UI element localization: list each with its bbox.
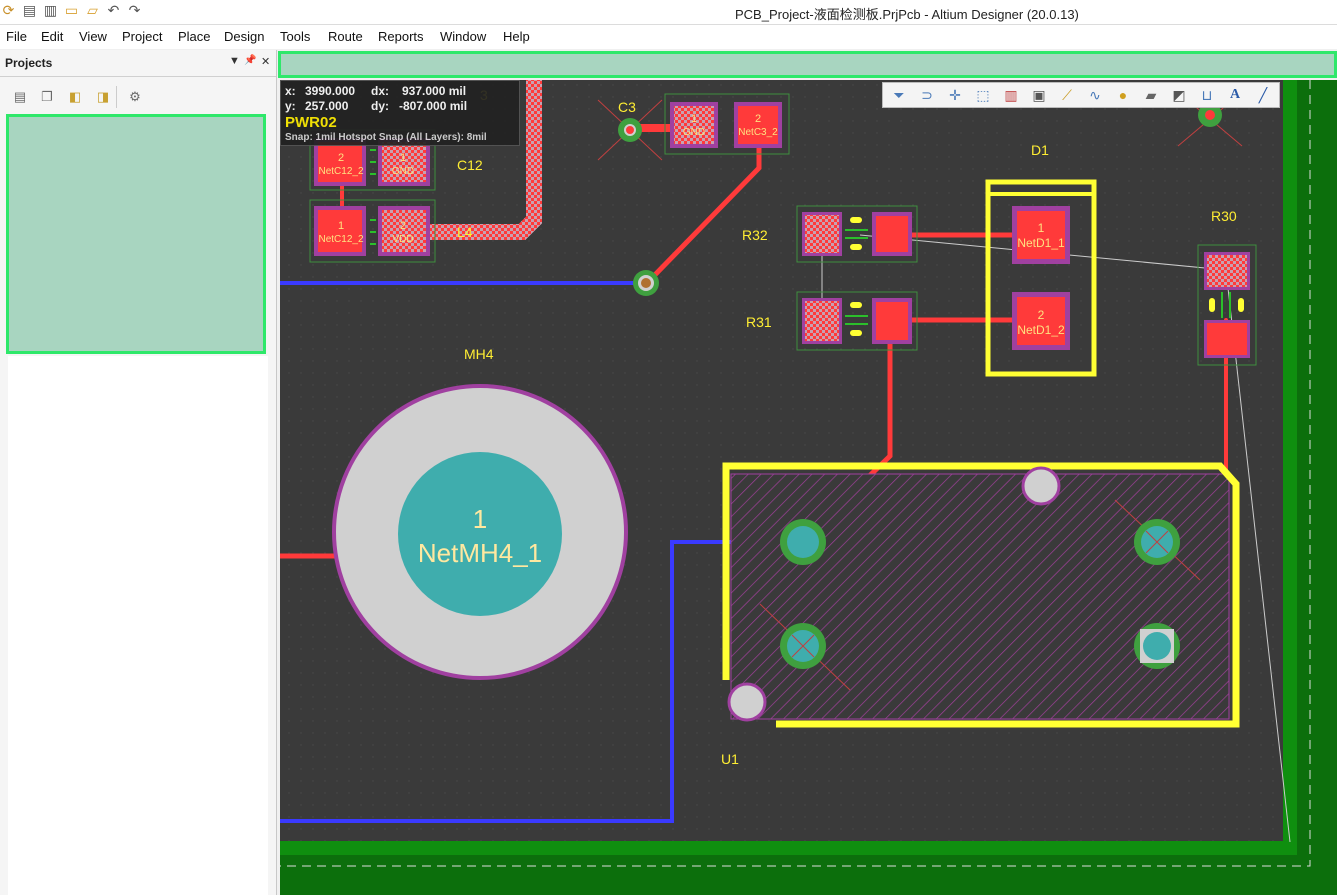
project-folder-icon[interactable]: ◨ [96, 89, 110, 104]
component-icon[interactable]: ▣ [1032, 87, 1046, 103]
panel-title: Projects [5, 56, 53, 70]
hud-dx-value: 937.000 mil [402, 84, 467, 98]
project-tree-highlight[interactable] [6, 114, 266, 354]
ref-c12: C12 [457, 157, 483, 173]
hud-x-value: 3990.000 [305, 84, 356, 98]
document-tab-bar[interactable] [278, 51, 1337, 78]
menu-file[interactable]: File [6, 29, 27, 44]
filter-icon[interactable]: ⏷ [893, 87, 905, 103]
l4-pad1-net: NetC12_2 [318, 234, 363, 245]
u1-pad-d [1134, 623, 1180, 669]
polygon-pour-icon[interactable]: ▰ [1145, 87, 1157, 103]
close-icon[interactable]: ✕ [261, 56, 271, 68]
menu-bar: File Edit View Project Place Design Tool… [0, 25, 1337, 49]
c12-pad1-num: 1 [400, 152, 406, 164]
save-icon[interactable]: ▤ [13, 89, 27, 104]
dimension-icon[interactable]: ⊔ [1201, 87, 1213, 103]
ref-l4: L4 [457, 224, 473, 240]
l4-pad1-num: 1 [338, 220, 344, 232]
toolbar-divider [116, 86, 117, 108]
u1-pad-a [780, 519, 826, 565]
title-bar: ⟳ ▤ ▥ ▭ ▱ ↶ ↷ PCB_Project-液面检测板.PrjPcb -… [0, 0, 1337, 25]
ref-r30: R30 [1211, 208, 1237, 224]
hud-y-value: 257.000 [305, 99, 349, 113]
interactive-route-icon[interactable]: ⊃ [921, 87, 933, 103]
app-icon: ⟳ [2, 2, 15, 18]
c3-via [597, 99, 663, 161]
mh4-pad-net: NetMH4_1 [418, 538, 542, 568]
d1-pad1-num: 1 [1038, 221, 1045, 235]
menu-tools[interactable]: Tools [280, 29, 311, 44]
open-project-icon[interactable]: ▱ [87, 2, 98, 18]
project-tree[interactable] [8, 356, 268, 895]
c3-pad2-num: 2 [755, 113, 761, 125]
undo-icon[interactable]: ↶ [107, 2, 120, 18]
compile-icon[interactable]: ❐ [41, 89, 53, 104]
hud-y-label: y: [285, 99, 296, 113]
menu-window[interactable]: Window [440, 29, 487, 44]
window-title: PCB_Project-液面检测板.PrjPcb - Altium Design… [735, 7, 1079, 22]
save-all-icon[interactable]: ▥ [43, 2, 58, 18]
hud-net-name: PWR02 [285, 114, 337, 131]
panel-toolbar: ▤ ❐ ◧ ◨ ⚙ [0, 86, 276, 110]
select-rect-icon[interactable]: ⬚ [976, 87, 990, 103]
chart-icon[interactable]: ▥ [1004, 87, 1018, 103]
c12-pad2-net: NetC12_2 [318, 166, 363, 177]
ref-r32: R32 [742, 227, 768, 243]
menu-place[interactable]: Place [178, 29, 211, 44]
hud-dy-value: -807.000 mil [399, 99, 468, 113]
quick-access-toolbar: ⟳ ▤ ▥ ▭ ▱ ↶ ↷ [0, 2, 143, 19]
active-bar-toolbar: ⏷ ⊃ ✛ ⬚ ▥ ▣ ⟋ ∿ ● ▰ ◩ ⊔ A ╱ [882, 82, 1280, 108]
d1-pad2-net: NetD1_2 [1017, 323, 1065, 337]
l4-pad2-num: 2 [400, 220, 406, 232]
keepout-icon[interactable]: ◩ [1172, 87, 1186, 103]
c3-pad1-num: 1 [691, 113, 697, 125]
pcb-canvas[interactable]: 1 GND 2 NetC3_2 C3 2 NetC12_2 1 GND C12 [280, 80, 1337, 895]
menu-edit[interactable]: Edit [41, 29, 64, 44]
panel-header: Projects ▼ 📌 ✕ [0, 50, 276, 77]
hud-dy-label: dy: [371, 99, 389, 113]
l4-pad2-net: VDD [392, 234, 413, 245]
place-string-icon[interactable]: A [1229, 87, 1241, 102]
open-icon[interactable]: ▭ [64, 2, 79, 18]
ref-r31: R31 [746, 314, 772, 330]
pcb-drawing: 1 GND 2 NetC3_2 C3 2 NetC12_2 1 GND C12 [280, 80, 1337, 895]
c3-pad1-net: GND [683, 127, 705, 138]
projects-panel: Projects ▼ 📌 ✕ ▤ ❐ ◧ ◨ ⚙ [0, 50, 277, 895]
ref-mh4: MH4 [464, 346, 494, 362]
place-via-icon[interactable]: ● [1118, 87, 1128, 103]
menu-route[interactable]: Route [328, 29, 363, 44]
menu-project[interactable]: Project [122, 29, 163, 44]
ref-u1: U1 [721, 751, 739, 767]
d1-pad1-net: NetD1_1 [1017, 236, 1065, 250]
menu-design[interactable]: Design [224, 29, 265, 44]
tune-length-icon[interactable]: ∿ [1089, 87, 1101, 103]
ref-c3: C3 [618, 99, 636, 115]
menu-reports[interactable]: Reports [378, 29, 424, 44]
mh4-pad-num: 1 [473, 504, 487, 534]
menu-help[interactable]: Help [503, 29, 530, 44]
hud-snap-info: Snap: 1mil Hotspot Snap (All Layers): 8m… [285, 132, 487, 143]
hud-dx-label: dx: [371, 84, 389, 98]
hud-x-label: x: [285, 84, 296, 98]
u1-pad-c [780, 623, 826, 669]
heads-up-display: x: 3990.000 dx: 937.000 mil y: 257.000 d… [280, 80, 520, 146]
u1-pad-b [1134, 519, 1180, 565]
ref-d1: D1 [1031, 142, 1049, 158]
panel-menu-icon[interactable]: ▼ [229, 55, 240, 67]
pwr02-via [633, 270, 659, 296]
d1-pad2-num: 2 [1038, 308, 1045, 322]
save-icon[interactable]: ▤ [22, 2, 37, 18]
place-line-icon[interactable]: ╱ [1258, 87, 1268, 103]
c3-pad2-net: NetC3_2 [738, 127, 778, 138]
settings-icon[interactable]: ⚙ [129, 89, 141, 104]
place-cross-icon[interactable]: ✛ [949, 87, 961, 103]
menu-view[interactable]: View [79, 29, 107, 44]
c12-pad1-net: GND [392, 166, 414, 177]
c12-pad2-num: 2 [338, 152, 344, 164]
project-options-icon[interactable]: ◧ [68, 89, 82, 104]
redo-icon[interactable]: ↷ [128, 2, 141, 18]
pin-icon[interactable]: 📌 [244, 55, 257, 66]
route-diff-icon[interactable]: ⟋ [1062, 87, 1072, 103]
